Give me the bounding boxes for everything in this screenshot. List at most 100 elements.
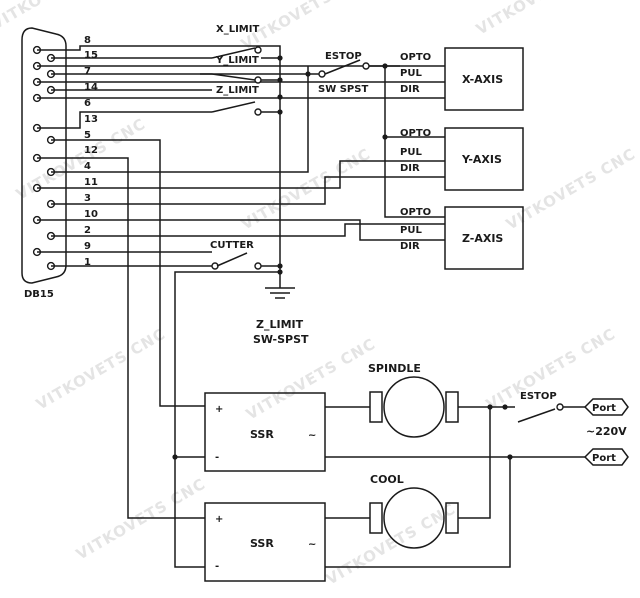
pin-number: 9 <box>84 241 91 252</box>
pin-lead <box>37 219 445 241</box>
pin-number: 5 <box>84 130 91 141</box>
pin-number: 14 <box>84 82 98 93</box>
ssr-box <box>204 392 326 472</box>
switch-contact <box>254 76 262 84</box>
signal-label: PUL <box>400 147 422 158</box>
ground-bus: Z_LIMIT SW-SPST <box>253 45 309 346</box>
z-limit-switch <box>211 101 256 113</box>
estop-bottom-label: ESTOP <box>520 391 557 402</box>
y-limit-label: Y_LIMIT <box>215 55 259 66</box>
y-limit-switch <box>211 73 256 81</box>
z-limit-note: Z_LIMIT <box>256 318 304 331</box>
port-connector <box>583 398 629 416</box>
junction <box>277 77 283 83</box>
driver-name: Z-AXIS <box>462 232 503 245</box>
connector-label: DB15 <box>24 289 54 300</box>
pin-number: 11 <box>84 177 98 188</box>
pin-lead <box>51 66 309 173</box>
ssr-name: SSR <box>250 537 274 550</box>
ssr-plus: + <box>215 514 223 525</box>
signal-label: OPTO <box>400 207 431 218</box>
pin-lead <box>51 176 445 205</box>
switch-contact <box>254 262 262 270</box>
pin-number: 15 <box>84 50 98 61</box>
watermark: VITKOVETS CNC <box>73 475 209 564</box>
limit-switches: X_LIMIT Y_LIMIT Z_LIMIT CUTTER <box>210 24 280 270</box>
junction <box>277 269 283 275</box>
cutter-switch <box>216 252 248 267</box>
opto-bus <box>384 66 445 218</box>
estop-top: ESTOP SW SPST <box>200 51 445 218</box>
ssr-spindle: SSR + - ~ <box>204 392 326 472</box>
power-wire <box>458 407 491 519</box>
motor-symbol <box>383 376 445 438</box>
driver-box <box>444 127 524 191</box>
pin-lead <box>37 111 212 129</box>
junction <box>277 94 283 100</box>
pin-lead <box>37 160 445 189</box>
watermark: VITKOVETS CNC <box>473 0 609 38</box>
ssr-control-wiring <box>172 269 283 568</box>
signal-label: OPTO <box>400 52 431 63</box>
port-connector <box>583 448 629 466</box>
spindle-label: SPINDLE <box>368 362 421 375</box>
ssr-minus: - <box>215 452 219 463</box>
signal-label: DIR <box>400 84 420 95</box>
estop-bottom-switch <box>517 408 556 423</box>
pin-number: 7 <box>84 66 91 77</box>
motor-terminal <box>369 391 383 423</box>
estop-bottom: ESTOP <box>505 391 585 423</box>
pin-number: 1 <box>84 257 91 268</box>
junction <box>277 109 283 115</box>
switch-contact <box>556 403 564 411</box>
ssr-minus-wire <box>174 457 205 568</box>
z-limit-label: Z_LIMIT <box>216 85 259 96</box>
junction <box>382 134 388 140</box>
power-ports: Port Port ~220V <box>583 398 629 466</box>
signal-label: OPTO <box>400 128 431 139</box>
pin-number: 4 <box>84 161 91 172</box>
switch-contact <box>362 62 370 70</box>
axis-driver-y: Y-AXIS OPTO PUL DIR <box>400 127 524 191</box>
cutter-label: CUTTER <box>210 240 254 251</box>
pin-number: 12 <box>84 145 98 156</box>
x-limit-switch <box>211 47 256 59</box>
watermark: VITKOVETS CNC <box>0 0 124 33</box>
ssr-plus: + <box>215 404 223 415</box>
junction <box>172 454 178 460</box>
ssr-box <box>204 502 326 582</box>
junction <box>277 263 283 269</box>
ssr-name: SSR <box>250 428 274 441</box>
pin-lead <box>37 45 265 51</box>
signal-label: DIR <box>400 163 420 174</box>
x-limit-label: X_LIMIT <box>216 24 259 35</box>
pin-lead <box>37 157 205 519</box>
axis-driver-z: Z-AXIS OPTO PUL DIR <box>400 206 524 270</box>
ssr-minus: - <box>215 561 219 572</box>
switch-contact <box>318 70 326 78</box>
pin-lead <box>51 223 445 237</box>
junction <box>487 404 493 410</box>
motor-symbol <box>383 487 445 549</box>
spindle-motor: SPINDLE <box>368 362 459 438</box>
pin-number: 13 <box>84 114 98 125</box>
pin-number: 6 <box>84 98 91 109</box>
axis-driver-x: X-AXIS OPTO PUL DIR <box>400 47 524 111</box>
estop-top-switch <box>324 59 361 75</box>
motor-terminal <box>369 502 383 534</box>
watermark: VITKOVETS CNC <box>33 325 169 414</box>
cool-label: COOL <box>370 473 404 486</box>
pin-number: 2 <box>84 225 91 236</box>
neutral-wire <box>325 457 511 568</box>
ground-wire <box>265 45 281 288</box>
ssr-cool: SSR + - ~ <box>204 502 326 582</box>
switch-contact <box>254 108 262 116</box>
watermark: VITKOVETS CNC <box>323 500 459 589</box>
driver-name: Y-AXIS <box>461 153 502 166</box>
junction <box>277 55 283 61</box>
watermark: VITKOVETS CNC <box>243 335 379 424</box>
pin-number: 10 <box>84 209 98 220</box>
signal-label: PUL <box>400 68 422 79</box>
signal-label: DIR <box>400 241 420 252</box>
